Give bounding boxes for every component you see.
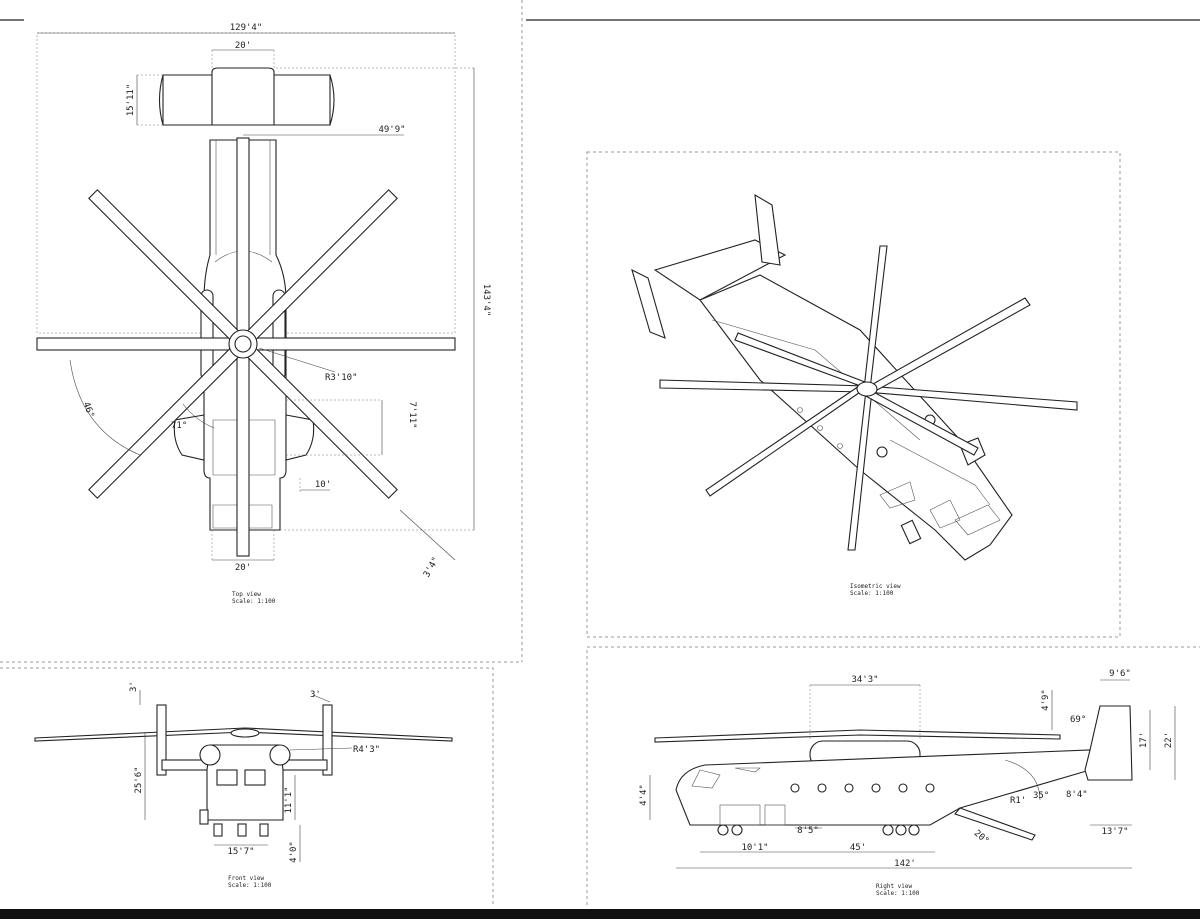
top-tail-height-label: 15'11" bbox=[126, 84, 136, 117]
top-hub-radius-label: R3'10" bbox=[325, 373, 358, 383]
isometric-view: Isometric view Scale: 1:100 bbox=[631, 193, 1078, 597]
front-height-label: 25'6" bbox=[134, 766, 144, 793]
top-rotor bbox=[36, 137, 456, 557]
right-d-8-4-label: 8'4" bbox=[1066, 790, 1088, 800]
right-view: 34'3" 9'6" 4'9" 69° 22' 17' 4'4" R1' 35°… bbox=[639, 669, 1176, 897]
right-ramp-angle-label: 20° bbox=[972, 828, 991, 846]
top-caption-scale: Scale: 1:100 bbox=[232, 598, 276, 605]
right-fin-angle-label: 69° bbox=[1070, 715, 1086, 725]
top-d-10-label: 10' bbox=[315, 480, 331, 490]
right-rotor-pylon-label: 34'3" bbox=[851, 675, 878, 685]
right-caption-scale: Scale: 1:100 bbox=[876, 890, 920, 897]
front-view: 3' 3' 25'6" R4'3" 11'1" 15'7" 4'0" Front… bbox=[34, 681, 453, 889]
front-caption-scale: Scale: 1:100 bbox=[228, 882, 272, 889]
isometric-caption-scale: Scale: 1:100 bbox=[850, 590, 894, 597]
right-nose-label: 4'4" bbox=[639, 784, 649, 806]
front-caption-name: Front view bbox=[228, 875, 265, 882]
top-blade-width-label: 3'4" bbox=[422, 556, 442, 580]
front-d-3-right-label: 3' bbox=[310, 690, 321, 700]
isometric-frame bbox=[586, 151, 1121, 638]
right-caption-name: Right view bbox=[876, 883, 913, 890]
right-mast-label: 4'9" bbox=[1041, 689, 1051, 711]
top-view: 129'4" 20' 15'11" 49'9" 143'4" bbox=[36, 23, 491, 605]
top-span-label: 129'4" bbox=[230, 23, 263, 33]
front-frame bbox=[0, 667, 494, 905]
right-ramp-radius-label: R1' bbox=[1010, 796, 1026, 806]
top-angle-b-label: 71° bbox=[171, 421, 187, 431]
right-d-10-1-label: 10'1" bbox=[741, 843, 768, 853]
top-tail-width-label: 20' bbox=[235, 41, 251, 51]
front-engine-label: R4'3" bbox=[353, 745, 380, 755]
right-frame bbox=[586, 646, 1200, 905]
front-d-3-left-label: 3' bbox=[129, 681, 139, 692]
right-d-45-label: 45' bbox=[850, 843, 866, 853]
right-fin-inner-label: 17' bbox=[1139, 732, 1149, 748]
right-d-8-5-label: 8'5" bbox=[797, 826, 819, 836]
right-fin-top-label: 9'6" bbox=[1109, 669, 1131, 679]
right-fin-height-label: 22' bbox=[1164, 732, 1174, 748]
right-angle-35-label: 35° bbox=[1033, 791, 1049, 801]
top-d-7-11-label: 7'11" bbox=[407, 401, 417, 428]
front-fuselage-label: 11'1" bbox=[284, 786, 294, 813]
right-length-label: 142' bbox=[894, 859, 916, 869]
top-bottom-width-label: 20' bbox=[235, 563, 251, 573]
top-caption-name: Top view bbox=[232, 591, 261, 598]
top-tail-span-label: 49'9" bbox=[378, 125, 405, 135]
front-wheel-label: 4'0" bbox=[289, 841, 299, 863]
top-length-label: 143'4" bbox=[481, 284, 491, 317]
front-gear-track-label: 15'7" bbox=[227, 847, 254, 857]
bottom-bar bbox=[0, 909, 1200, 919]
isometric-caption-name: Isometric view bbox=[850, 583, 901, 590]
isometric-rotor bbox=[659, 245, 1078, 551]
right-tail-len-label: 13'7" bbox=[1101, 827, 1128, 837]
top-angle-a-label: 46° bbox=[81, 401, 96, 420]
